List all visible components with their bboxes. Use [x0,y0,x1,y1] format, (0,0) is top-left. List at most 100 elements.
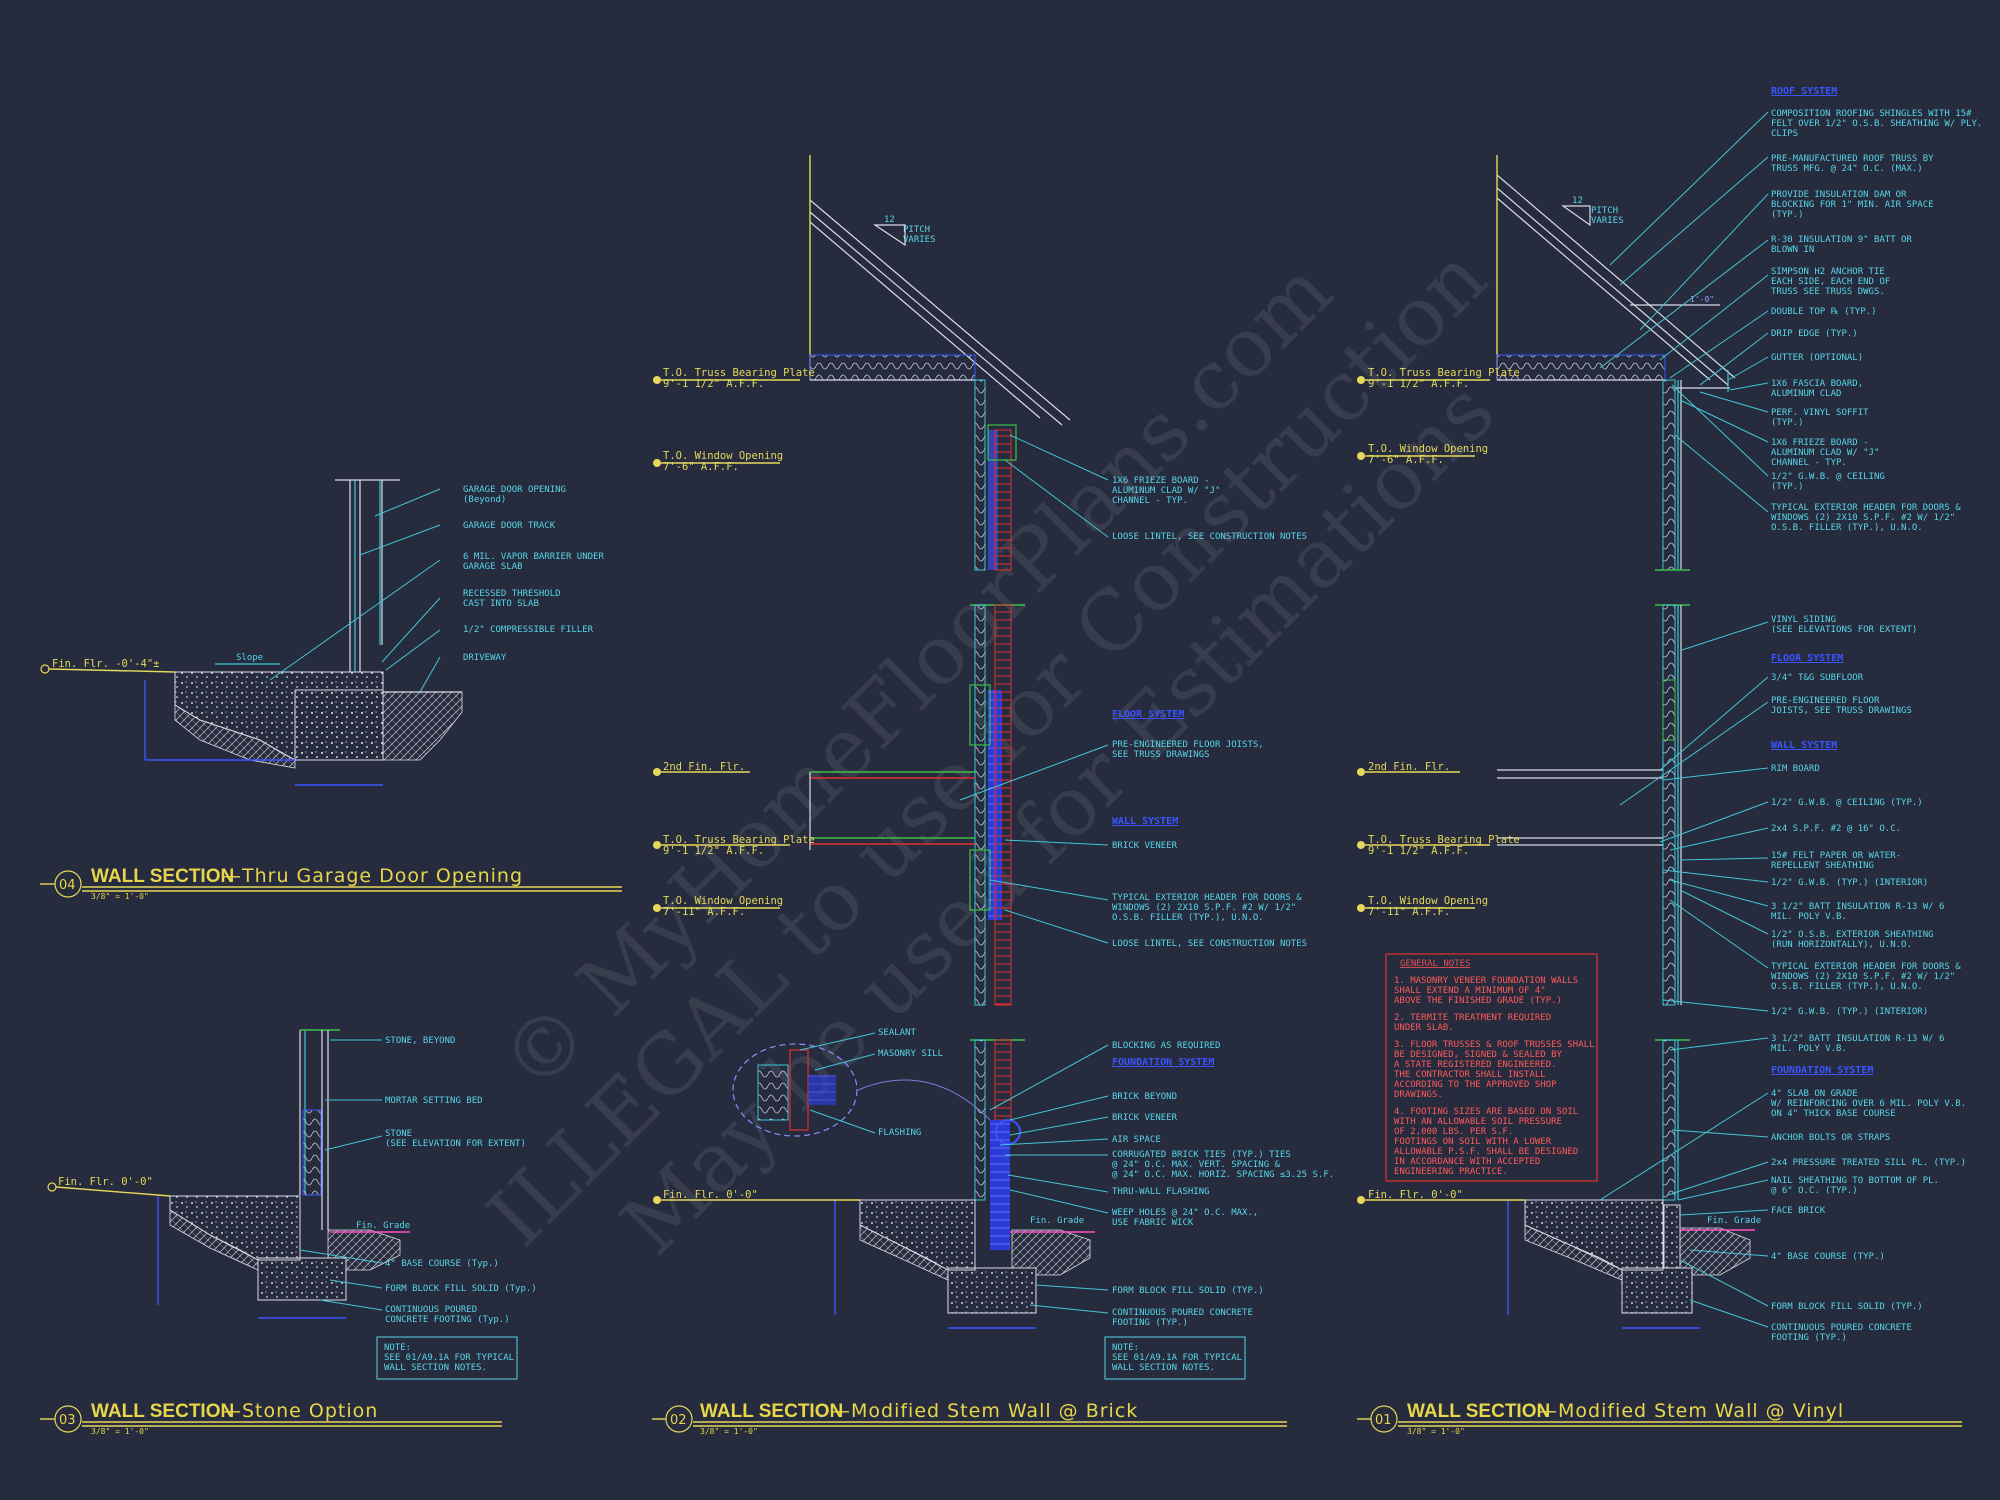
wall-note-01-7: 3 1/2" BATT INSULATION R-13 W/ 6 [1771,902,1944,912]
wall-note-01-8: MIL. POLY V.B. [1771,912,1847,922]
section-03-title-bold: WALL SECTION [91,1401,234,1422]
note-04-3: GARAGE DOOR TRACK [463,521,556,531]
wall-note-01-9: 1/2" O.S.B. EXTERIOR SHEATHING [1771,930,1934,940]
note-box-02 [1104,1336,1246,1380]
pitch-12-01: 12 [1572,196,1583,206]
gn-6: 3. FLOOR TRUSSES & ROOF TRUSSES SHALL [1394,1040,1594,1050]
note-02-found-2: BRICK VENEER [1112,1113,1178,1123]
note-03-5: 4" BASE COURSE (Typ.) [385,1259,499,1269]
floor-note-01-1: 3/4" T&G SUBFLOOR [1771,673,1864,683]
gn-2: SHALL EXTEND A MINIMUM OF 4" [1394,986,1546,996]
general-notes-list: 1. MASONRY VENEER FOUNDATION WALLS SHALL… [1394,976,1594,1177]
detail-note-3: FLASHING [878,1128,921,1138]
pitch-label-01: PITCH [1591,206,1618,216]
found-note-01-1: 4" SLAB ON GRADE [1771,1089,1858,1099]
gn-5: UNDER SLAB. [1394,1023,1454,1033]
wall-note-01-5: REPELLENT SHEATHING [1771,861,1874,871]
section-04-number: 04 [59,878,76,893]
dim-1ft-01: 1'-0" [1690,295,1714,304]
found-note-01-6: NAIL SHEATHING TO BOTTOM OF PL. [1771,1176,1939,1186]
note-02-found-6: @ 24" O.C. MAX. HORIZ. SPACING ≤3.25 S.F… [1112,1170,1334,1180]
slope-label: Slope [236,653,263,663]
roof-note-7: BLOCKING FOR 1" MIN. AIR SPACE [1771,200,1934,210]
roof-note-17: 1X6 FASCIA BOARD, [1771,379,1863,389]
siding-note-2: (SEE ELEVATIONS FOR EXTENT) [1771,625,1917,635]
roof-note-14: DOUBLE TOP ℞ (TYP.) [1771,307,1877,317]
note-box-02-line-2: SEE 01/A9.1A FOR TYPICAL [1112,1353,1242,1363]
note-02-found-5: @ 24" O.C. MAX. VERT. SPACING & [1112,1160,1281,1170]
gn-11: DRAWINGS. [1394,1090,1443,1100]
gn-10: ACCORDING TO THE APPROVED SHOP [1394,1080,1557,1090]
roof-note-5: TRUSS MFG. @ 24" O.C. (MAX.) [1771,164,1923,174]
note-02-found-1: BRICK BEYOND [1112,1092,1177,1102]
found-note-01-7: @ 6" O.C. (TYP.) [1771,1186,1858,1196]
level-01-2a: T.O. Window Opening [1368,443,1488,455]
section-04-scale: 3/8" = 1'-0" [91,892,149,901]
note-02-found-12: FOOTING (TYP.) [1112,1318,1188,1328]
wall-note-01-3: 2x4 S.P.F. #2 @ 16" O.C. [1771,824,1901,834]
wall-note-01-10: (RUN HORIZONTALLY), U.N.O. [1771,940,1912,950]
roof-note-21: 1X6 FRIEZE BOARD - [1771,438,1869,448]
level-02-4a: T.O. Truss Bearing Plate [663,834,815,846]
note-03-2: MORTAR SETTING BED [385,1096,483,1106]
note-04-6: RECESSED THRESHOLD [463,589,561,599]
floor-note-01-2: PRE-ENGINEERED FLOOR [1771,696,1880,706]
roof-note-15: DRIP EDGE (TYP.) [1771,329,1858,339]
detail-note-1: SEALANT [878,1028,917,1038]
floor-system-heading-01: FLOOR SYSTEM [1771,653,1843,664]
level-02-2a: T.O. Window Opening [663,450,783,462]
fin-grade-03: Fin. Grade [356,1221,410,1231]
gn-15: FOOTINGS ON SOIL WITH A LOWER [1394,1137,1552,1147]
roof-note-2: FELT OVER 1/2" O.S.B. SHEATHING W/ PLY. [1771,119,1982,129]
section-02-number: 02 [670,1413,687,1428]
level-01-4a: T.O. Truss Bearing Plate [1368,834,1520,846]
note-02-found-7: THRU-WALL FLASHING [1112,1187,1210,1197]
roof-note-27: WINDOWS (2) 2X10 S.P.F. #2 W/ 1/2" [1771,513,1955,523]
found-note-01-8: FACE BRICK [1771,1206,1826,1216]
note-02-wall-1: BRICK VENEER [1112,841,1178,851]
pitch-label-02: PITCH [903,225,930,235]
gn-17: IN ACCORDANCE WITH ACCEPTED [1394,1157,1540,1167]
note-03-6: FORM BLOCK FILL SOLID (Typ.) [385,1284,537,1294]
note-02-found-4: CORRUGATED BRICK TIES (TYP.) TIES [1112,1150,1291,1160]
gn-7: BE DESIGNED, SIGNED & SEALED BY [1394,1050,1563,1060]
note-03-7: CONTINUOUS POURED [385,1305,477,1315]
note-02-found-3: AIR SPACE [1112,1135,1161,1145]
foundation-heading-01: FOUNDATION SYSTEM [1771,1065,1873,1076]
roof-note-28: O.S.B. FILLER (TYP.), U.N.O. [1771,523,1923,533]
section-01-title-rest: —Modified Stem Wall @ Vinyl [1538,1400,1844,1422]
wall-note-01-2: 1/2" G.W.B. @ CEILING (TYP.) [1771,798,1923,808]
roof-note-19: PERF. VINYL SOFFIT [1771,408,1869,418]
level-fin-floor-04: Fin. Flr. -0'-4"± [52,658,159,670]
roof-note-18: ALUMINUM CLAD [1771,389,1841,399]
siding-note-1: VINYL SIDING [1771,615,1836,625]
section-03-title-rest: —Stone Option [222,1400,378,1422]
note-02-wall-4: O.S.B. FILLER (TYP.), U.N.O. [1112,913,1264,923]
roof-note-16: GUTTER (OPTIONAL) [1771,353,1863,363]
note-02-found-10: FORM BLOCK FILL SOLID (TYP.) [1112,1286,1264,1296]
wall-system-heading-02: WALL SYSTEM [1112,816,1178,827]
note-box-03-line-1: NOTE: [384,1343,411,1353]
level-02-4b: 9'-1 1/2" A.F.F. [663,845,764,857]
section-02-title-bold: WALL SECTION [700,1401,843,1422]
levels-01: T.O. Truss Bearing Plate 9'-1 1/2" A.F.F… [1357,367,1525,1204]
level-fin-floor-03: Fin. Flr. 0'-0" [58,1176,153,1188]
level-01-6a: Fin. Flr. 0'-0" [1368,1189,1463,1201]
note-02-found-8: WEEP HOLES @ 24" O.C. MAX., [1112,1208,1258,1218]
wall-note-01-14: 1/2" G.W.B. (TYP.) (INTERIOR) [1771,1007,1928,1017]
section-04-title-bold: WALL SECTION [91,866,234,887]
note-02-blocking: BLOCKING AS REQUIRED [1112,1041,1220,1051]
level-01-5a: T.O. Window Opening [1368,895,1488,907]
level-01-3a: 2nd Fin. Flr. [1368,761,1450,773]
gn-8: A STATE REGISTERED ENGINEERED. [1394,1060,1557,1070]
gn-4: 2. TERMITE TREATMENT REQUIRED [1394,1013,1551,1023]
note-04-5: GARAGE SLAB [463,562,523,572]
floor-note-01-3: JOISTS, SEE TRUSS DRAWINGS [1771,706,1912,716]
note-04-4: 6 MIL. VAPOR BARRIER UNDER [463,552,604,562]
wall-note-01-16: MIL. POLY V.B. [1771,1044,1847,1054]
note-02-found-11: CONTINUOUS POURED CONCRETE [1112,1308,1253,1318]
section-03-scale: 3/8" = 1'-0" [91,1427,149,1436]
note-03-1: STONE, BEYOND [385,1036,455,1046]
roof-system-heading-01: ROOF SYSTEM [1771,86,1837,97]
level-01-1a: T.O. Truss Bearing Plate [1368,367,1520,379]
